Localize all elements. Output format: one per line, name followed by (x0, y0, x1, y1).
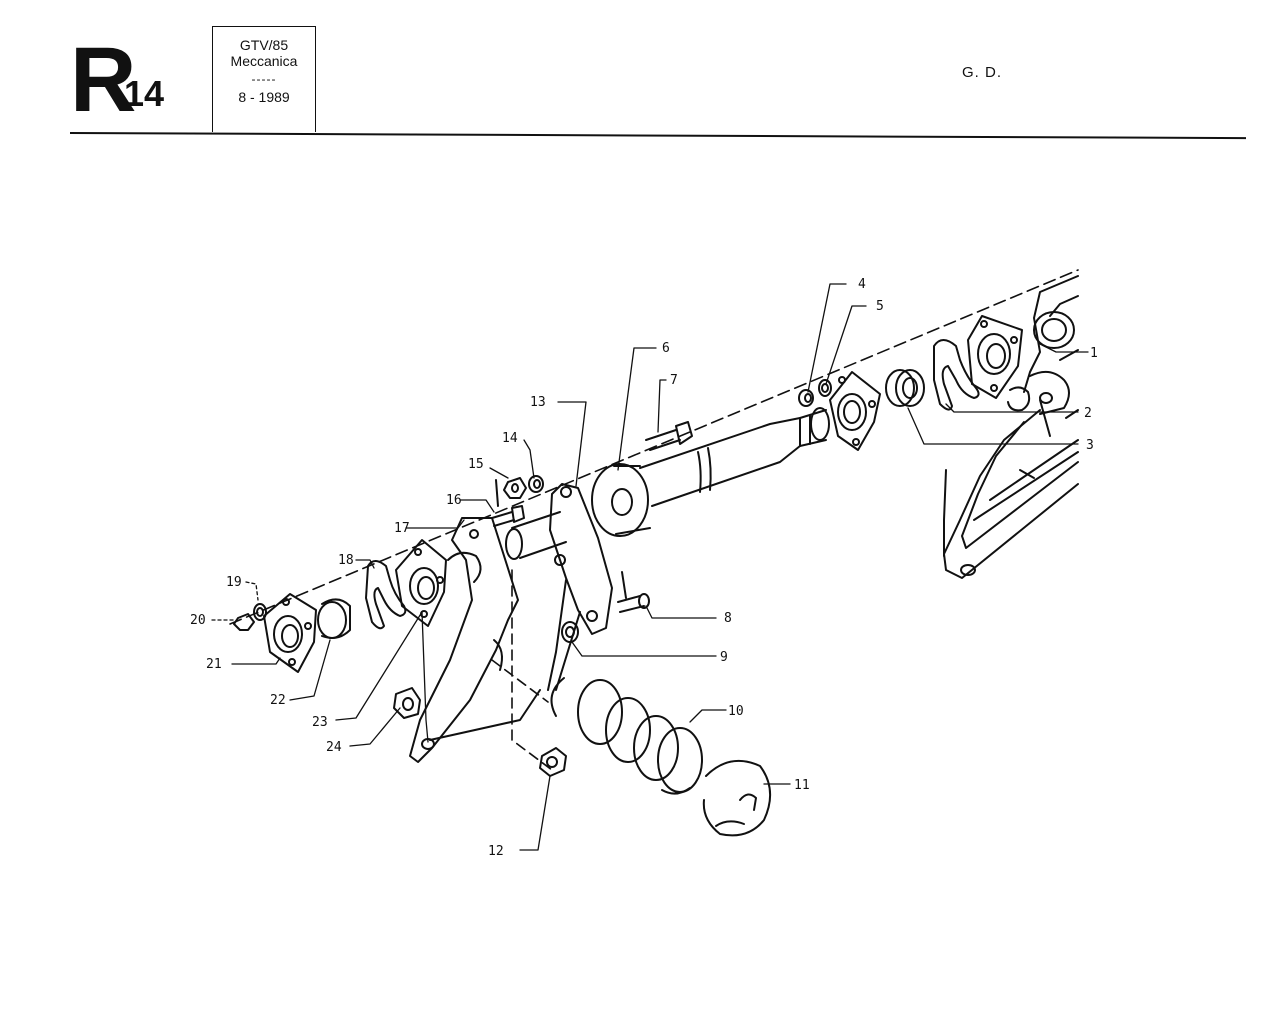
callout-1: 1 (1090, 346, 1098, 361)
model-name: GTV/85 (239, 37, 289, 53)
washer-9 (561, 621, 579, 643)
washer-5 (818, 379, 832, 397)
bolt-7 (645, 421, 693, 451)
callout-7: 7 (670, 373, 678, 388)
flange-bushing-4 (263, 593, 317, 673)
callout-15: 15 (468, 457, 484, 472)
issue-date: 8 - 1989 (238, 89, 290, 105)
bushing-sleeve-3 (885, 369, 925, 407)
flange-bushing-1 (829, 371, 881, 451)
leader-lines (211, 283, 1089, 851)
bushing-sleeve-22 (317, 598, 351, 639)
category-name: Meccanica (230, 53, 298, 69)
model-info-box: GTV/85 Meccanica ----- 8 - 1989 (212, 26, 316, 132)
callout-9: 9 (720, 650, 728, 665)
callout-14: 14 (502, 431, 518, 446)
spring-clip-2 (933, 339, 980, 411)
section-letter: R (70, 29, 136, 131)
lever-bracket-drawing (547, 483, 613, 691)
callout-11: 11 (794, 778, 810, 793)
callout-4: 4 (858, 277, 866, 292)
section-number: 14 (124, 73, 165, 114)
pedal-arm-drawing (409, 517, 541, 763)
nut-14 (528, 475, 544, 493)
callout-16: 16 (446, 493, 462, 508)
nut-20 (233, 613, 255, 631)
callout-5: 5 (876, 299, 884, 314)
bolt-16 (491, 505, 525, 527)
callout-23: 23 (312, 715, 328, 730)
callout-17: 17 (394, 521, 410, 536)
vertical-centerline (511, 569, 553, 771)
nut-4 (798, 389, 814, 407)
callout-12: 12 (488, 844, 504, 859)
callout-21: 21 (206, 657, 222, 672)
callout-2: 2 (1084, 406, 1092, 421)
axis-centerline (229, 269, 1079, 625)
callout-19: 19 (226, 575, 242, 590)
callout-8: 8 (724, 611, 732, 626)
nut-15 (503, 477, 527, 499)
callout-18: 18 (338, 553, 354, 568)
cotter-pin (495, 479, 499, 507)
callout-labels: 1 2 3 4 5 6 7 8 9 10 11 12 13 14 15 16 1… (190, 277, 1098, 859)
spring-clip-18 (365, 560, 407, 630)
flange-bushing-3 (395, 539, 447, 627)
housing-drawing (943, 275, 1079, 579)
nut-12 (539, 747, 567, 777)
flange-bushing-2 (967, 315, 1023, 399)
spring-cover-11 (702, 759, 771, 837)
cotter-pin-8 (621, 571, 627, 599)
callout-10: 10 (728, 704, 744, 719)
callout-6: 6 (662, 341, 670, 356)
assembly-code: G. D. (962, 64, 1003, 81)
shaft-drawing (505, 407, 830, 560)
callout-22: 22 (270, 693, 286, 708)
coil-spring-10 (550, 677, 703, 795)
nut-19 (253, 603, 267, 621)
info-separator: ----- (251, 72, 277, 86)
callout-13: 13 (530, 395, 546, 410)
pin-8 (617, 593, 650, 613)
callout-24: 24 (326, 740, 342, 755)
callout-3: 3 (1086, 438, 1094, 453)
nut-24 (393, 687, 421, 719)
callout-20: 20 (190, 613, 206, 628)
